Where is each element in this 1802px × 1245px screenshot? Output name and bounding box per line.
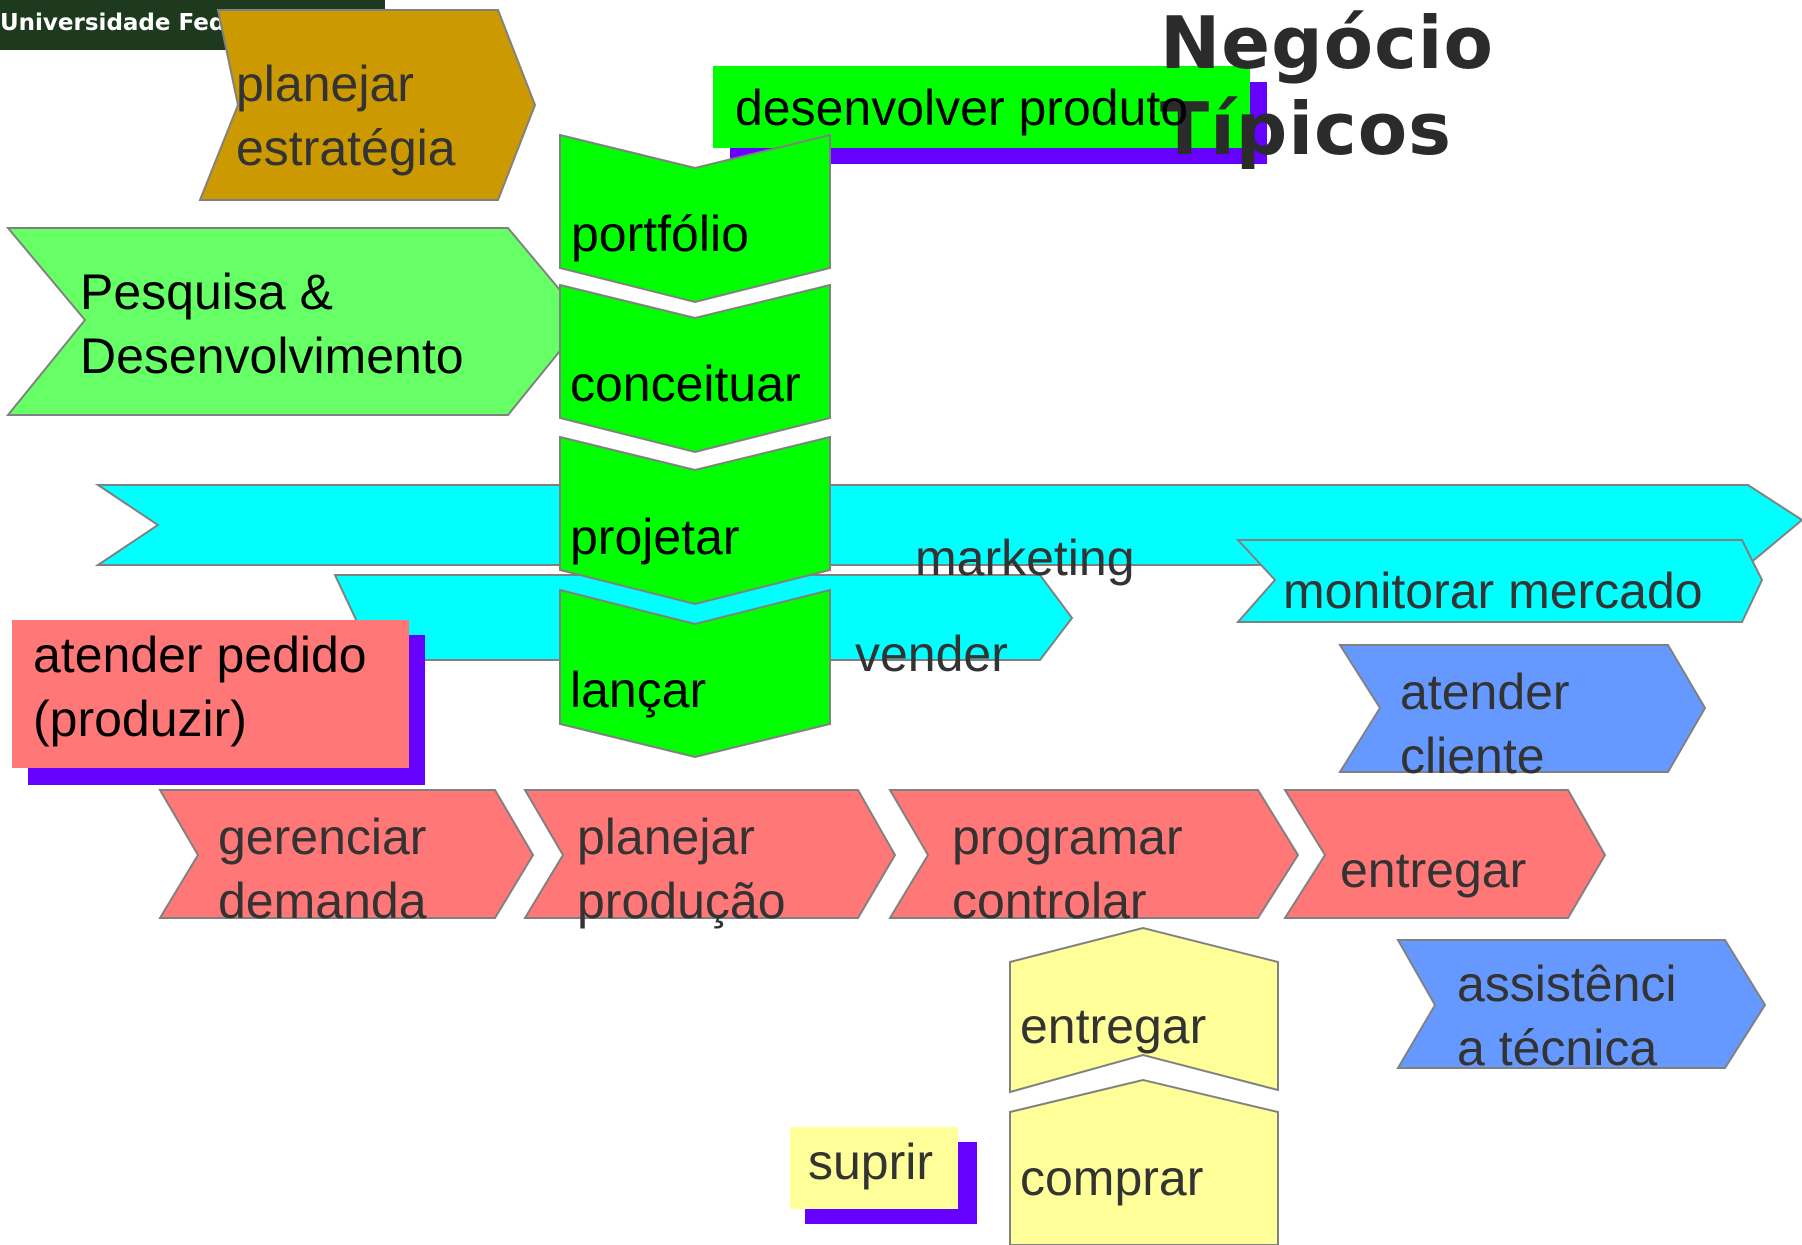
label-entregar-pedido: entregar — [1340, 842, 1527, 898]
shape-planejar-estrategia — [198, 9, 537, 201]
shape-gerenciar-demanda — [158, 789, 535, 919]
label-projetar: projetar — [570, 509, 740, 565]
label-conceituar: conceituar — [570, 356, 801, 412]
label-portfolio: portfólio — [571, 206, 749, 262]
shape-suprir — [790, 1127, 958, 1209]
shape-pesquisa-desenvolvimento — [5, 227, 587, 416]
label-monitorar-mercado: monitorar mercado — [1283, 563, 1703, 619]
label-marketing: marketing — [915, 530, 1135, 586]
page-title: Negócio Típicos — [1160, 1, 1494, 171]
label-desenvolver-produto: desenvolver produto — [735, 80, 1189, 136]
shape-comprar — [1009, 1078, 1279, 1245]
label-assistencia-tecnica: assistênci a técnica — [1457, 956, 1677, 1076]
label-planejar-producao: planejar produção — [577, 809, 786, 929]
label-comprar: comprar — [1020, 1150, 1204, 1206]
label-planejar-estrategia: planejar estratégia — [236, 56, 456, 176]
label-gerenciar-demanda: gerenciar demanda — [218, 809, 427, 929]
shape-atender-pedido — [12, 620, 409, 768]
label-pesquisa-desenvolvimento: Pesquisa & Desenvolvimento — [80, 264, 464, 384]
shape-entregar-pedido — [1283, 789, 1607, 919]
label-vender: vender — [855, 626, 1008, 682]
label-lancar: lançar — [570, 662, 707, 718]
label-suprir: suprir — [808, 1134, 934, 1190]
shape-monitorar-mercado — [1235, 539, 1764, 623]
shape-conceituar — [559, 283, 831, 454]
shape-planejar-producao — [523, 789, 897, 919]
shape-desenvolver-produto — [713, 66, 1250, 148]
shape-projetar — [559, 435, 831, 606]
shape-entregar-suprimento — [1009, 926, 1279, 1094]
label-atender-pedido: atender pedido (produzir) — [33, 627, 367, 747]
shape-lancar — [559, 588, 831, 759]
shape-atender-cliente — [1338, 644, 1707, 773]
label-entregar-suprimento: entregar — [1020, 998, 1207, 1054]
shape-programar-controlar — [888, 789, 1300, 919]
label-atender-cliente: atender cliente — [1400, 664, 1570, 784]
shape-assistencia-tecnica — [1396, 939, 1767, 1069]
shape-portfolio — [559, 133, 831, 304]
label-programar-controlar: programar controlar — [952, 809, 1183, 929]
logo-text: Universidade Fed — [0, 10, 226, 36]
